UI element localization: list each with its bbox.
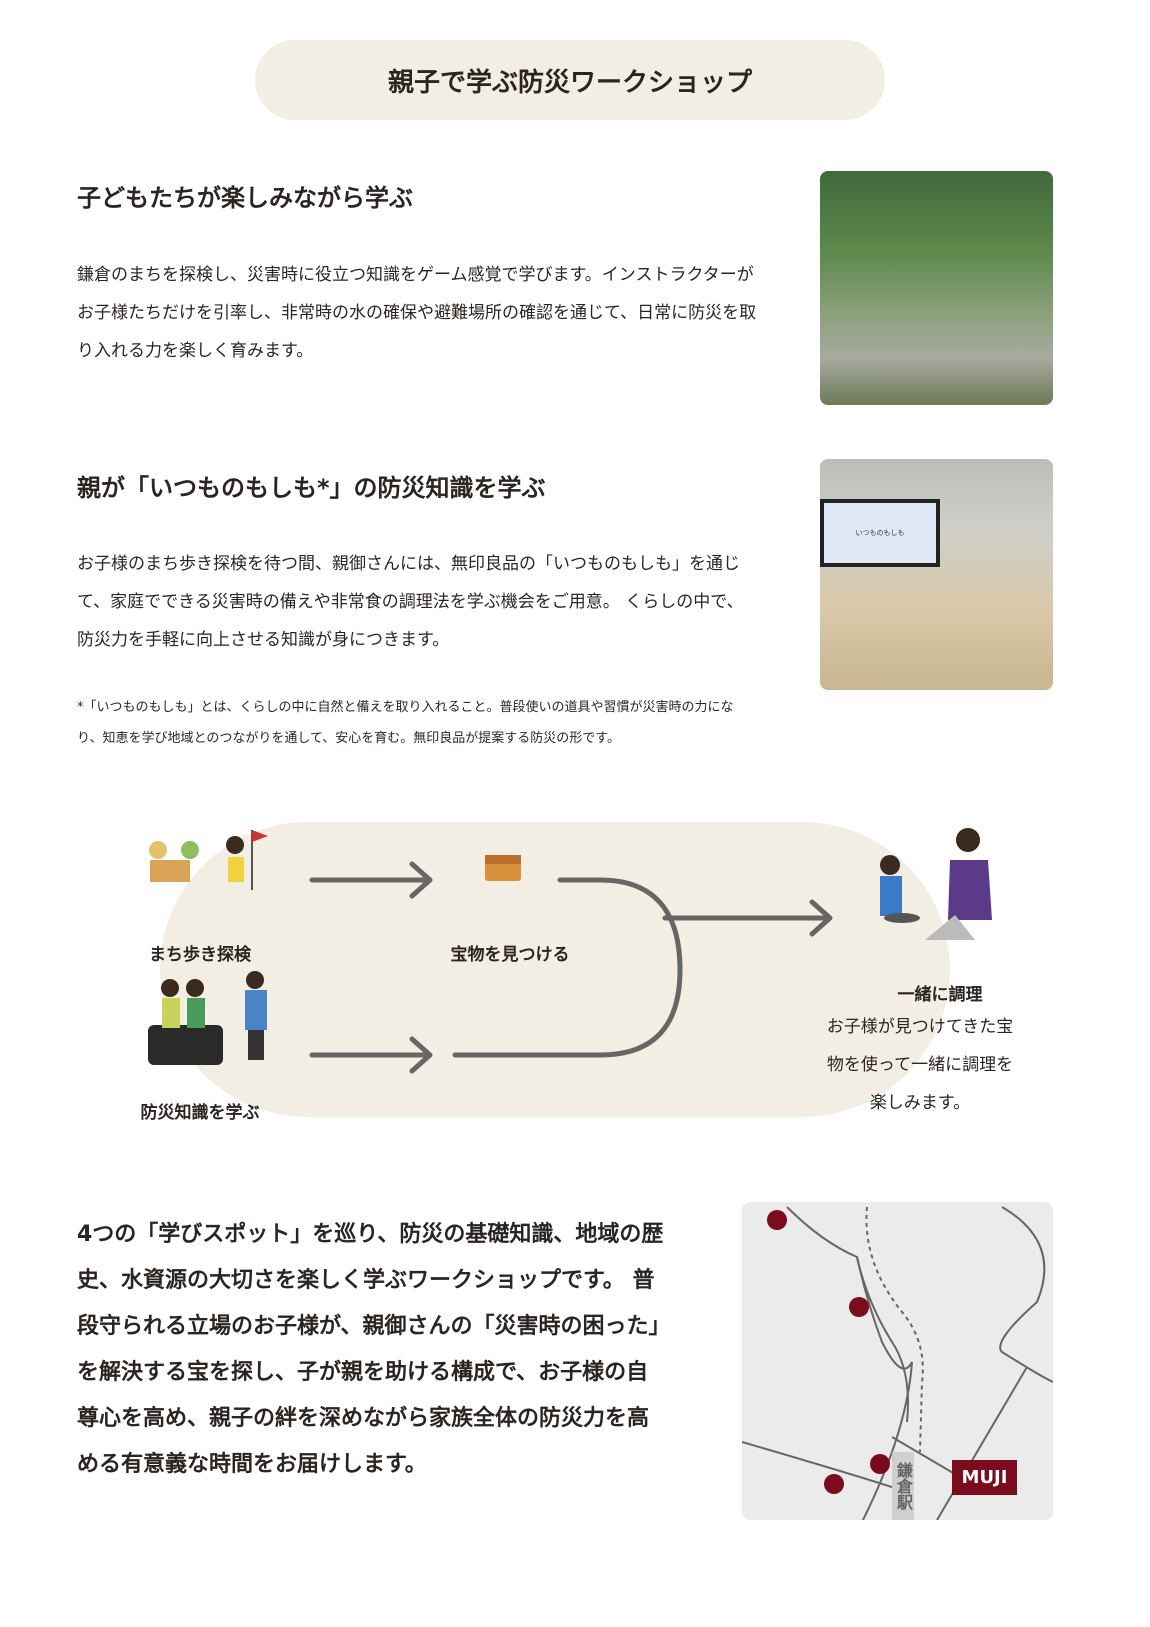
spot-markers: [767, 1210, 890, 1494]
section2-heading: 親が「いつものもしも*」の防災知識を学ぶ: [77, 474, 546, 502]
muji-logo: MUJI: [952, 1460, 1017, 1495]
summary-text: 4つの「学びスポット」を巡り、防災の基礎知識、地域の歴史、水資源の大切さを楽しく…: [77, 1222, 664, 1477]
page-title: 親子で学ぶ防災ワークショップ: [255, 40, 885, 120]
arrow-3: [309, 1036, 433, 1074]
step-walk-explore: まち歩き探検: [149, 945, 251, 965]
cooking-illustration-icon: [880, 828, 992, 940]
treasure-chest-icon: [485, 855, 521, 881]
kids-illustration-icon: [149, 830, 268, 890]
merge-line: [452, 877, 683, 1058]
arrow-2: [662, 899, 833, 937]
section1-body: 鎌倉のまちを探検し、災害時に役立つ知識をゲーム感覚で学びます。インストラクターが…: [77, 265, 757, 361]
step-cook-description: お子様が見つけてきた宝物を使って一緒に調理を楽しみます。: [826, 1017, 1014, 1113]
arrow-1: [309, 861, 433, 899]
step-learn-disaster: 防災知識を学ぶ: [140, 1103, 260, 1123]
section2-body: お子様のまち歩き探検を待つ間、親御さんには、無印良品の「いつものもしも」を通じて…: [77, 554, 744, 650]
map: 鎌倉駅 MUJI: [742, 1202, 1053, 1520]
flow-arrows: [148, 828, 992, 1074]
section1-heading: 子どもたちが楽しみながら学ぶ: [77, 184, 413, 212]
flow-background: [160, 822, 950, 1117]
kids-walking-photo: [820, 171, 1053, 405]
parents-lecture-photo: いつものもしも: [820, 459, 1053, 690]
step-cook-together: 一緒に調理: [897, 985, 983, 1005]
presentation-screen: いつものもしも: [820, 499, 940, 567]
parents-illustration-icon: [148, 971, 267, 1065]
footnote: *「いつものもしも」とは、くらしの中に自然と備えを取り入れること。普段使いの道具…: [77, 700, 734, 746]
step-find-treasure: 宝物を見つける: [450, 945, 570, 965]
station-label: 鎌倉駅: [892, 1452, 914, 1520]
